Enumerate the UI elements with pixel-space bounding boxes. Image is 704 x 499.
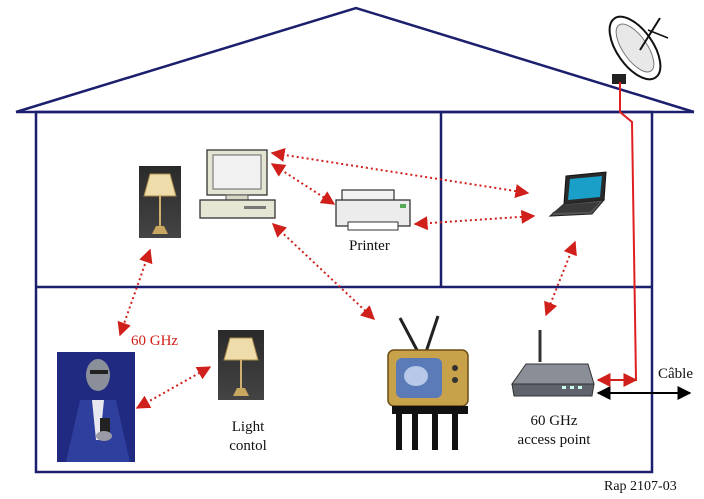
frequency-label: 60 GHz xyxy=(131,333,179,349)
link-printer-laptop xyxy=(413,209,536,231)
link-computer-laptop xyxy=(270,148,530,198)
roof xyxy=(15,6,695,114)
link-computer-television xyxy=(271,223,376,320)
laptop-icon xyxy=(548,171,607,217)
television-icon xyxy=(387,315,469,450)
light-control-label-line2: contol xyxy=(229,438,267,454)
house-walls xyxy=(34,110,654,474)
wireless-router-icon xyxy=(511,330,595,397)
link-person-light-control xyxy=(135,366,212,409)
floor-lamp-icon xyxy=(139,166,181,238)
wireless-links xyxy=(117,148,577,409)
table-lamp-icon xyxy=(218,330,264,400)
link-laptop-access-point xyxy=(544,240,577,317)
figure-reference: Rap 2107-03 xyxy=(604,479,677,494)
link-computer-printer xyxy=(270,163,336,205)
light-control-label: Light contol xyxy=(220,418,276,456)
printer-label: Printer xyxy=(349,238,390,254)
person-with-remote-icon xyxy=(57,352,135,462)
link-person-lamp xyxy=(117,248,153,337)
desktop-computer-icon xyxy=(199,149,276,219)
satellite-dish-icon xyxy=(608,15,669,84)
wired-cable-link xyxy=(596,373,692,400)
light-control-label-line1: Light xyxy=(231,419,265,435)
access-point-label: 60 GHz access point xyxy=(498,412,610,450)
cable-line xyxy=(598,82,638,381)
access-point-label-line1: 60 GHz xyxy=(530,413,578,429)
printer-icon xyxy=(335,189,411,231)
access-point-label-line2: access point xyxy=(517,432,591,448)
cable-label: Câble xyxy=(658,366,693,382)
